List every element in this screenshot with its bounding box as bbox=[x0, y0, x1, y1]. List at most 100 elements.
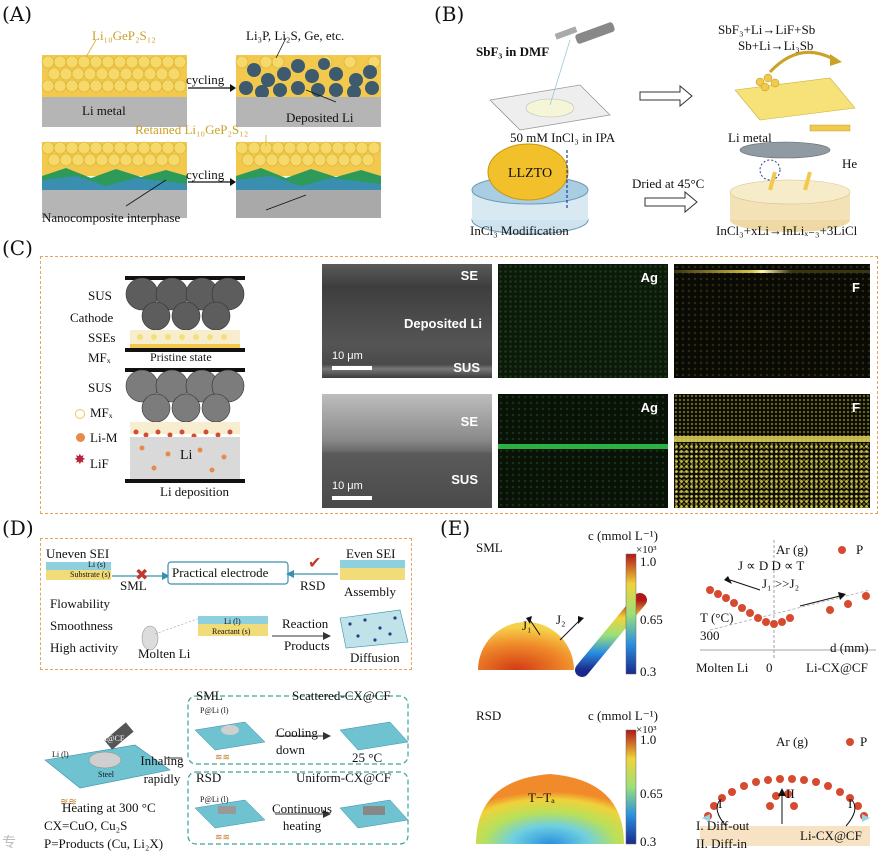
d-mm-label: d (mm) bbox=[830, 640, 869, 655]
panel-d-label: (D) bbox=[2, 516, 34, 540]
f-map-bottom-dense bbox=[674, 444, 870, 508]
steel-label: Steel bbox=[98, 770, 114, 779]
cycling-label-2: cycling bbox=[186, 167, 225, 182]
sem-top-deposited: Deposited Li bbox=[403, 316, 482, 331]
molten-li-label: Molten Li bbox=[138, 646, 191, 661]
svg-text:≋≋: ≋≋ bbox=[215, 833, 230, 843]
f-map-top-label: F bbox=[852, 280, 860, 295]
licx2-label: Li-CX@CF bbox=[800, 828, 862, 843]
dried-label: Dried at 45°C bbox=[632, 176, 705, 191]
sem-bottom-scale: 10 μm bbox=[332, 480, 363, 492]
scale-bar-top bbox=[332, 366, 372, 370]
cooling-label: Cooling down bbox=[276, 725, 318, 757]
panel-a-figure bbox=[41, 37, 381, 218]
cbar2-title: c (mmol L⁻¹) bbox=[588, 708, 658, 723]
interphase-label: Nanocomposite interphase bbox=[42, 210, 181, 225]
f-map-top-line bbox=[674, 270, 870, 273]
t-label: T (°C) bbox=[700, 610, 734, 625]
pristine-label: Pristine state bbox=[150, 350, 212, 364]
legend-lif-icon: ✸ bbox=[74, 452, 86, 468]
b-li-metal-label: Li metal bbox=[728, 130, 772, 145]
reactant-label: Reactant (s) bbox=[212, 627, 251, 636]
t300-label: 300 bbox=[700, 628, 720, 643]
prop2-label: J₁ >>J₂ bbox=[762, 576, 800, 591]
sml2-label: SML bbox=[196, 688, 223, 703]
j2-label: J₂ bbox=[556, 612, 566, 627]
cbar-title: c (mmol L⁻¹) bbox=[588, 528, 658, 543]
legend-mfx-label: MFₓ bbox=[90, 405, 113, 420]
p2-label: P bbox=[860, 734, 868, 749]
li-s-label: Li (s) bbox=[88, 560, 106, 569]
panel-d-top-figure: ✖ ✔ bbox=[46, 553, 409, 651]
svg-text:≋≋: ≋≋ bbox=[60, 797, 77, 808]
high-activity-label: High activity bbox=[50, 640, 119, 655]
li-deposition-label: Li deposition bbox=[160, 484, 229, 499]
ag-map-bottom: Ag bbox=[498, 394, 668, 508]
panel-c-frame bbox=[40, 256, 878, 514]
even-sei-label: Even SEI bbox=[346, 546, 396, 561]
cbar2-min: 0.3 bbox=[640, 834, 657, 849]
sem-bottom-se: SE bbox=[460, 414, 478, 429]
sml-simulation bbox=[478, 553, 647, 677]
svg-text:≋≋: ≋≋ bbox=[215, 753, 230, 763]
continuous-label: Continuous heating bbox=[272, 801, 332, 833]
assembly-label: Assembly bbox=[344, 584, 396, 599]
cbar2-mid: 0.65 bbox=[640, 786, 663, 801]
prop1-label: J ∝ D D ∝ T bbox=[738, 558, 805, 573]
sml-particles bbox=[706, 546, 870, 628]
panel-b-figure bbox=[471, 22, 856, 235]
heating-label: Heating at 300 °C bbox=[62, 800, 156, 815]
li-label: Li bbox=[180, 448, 193, 463]
cxcf-label: CX@CF bbox=[96, 734, 125, 743]
f-map-bottom: F bbox=[674, 394, 870, 508]
reaction2-label: Sb+Li→Li₃Sb bbox=[738, 38, 814, 53]
cbar-exp: ×10³ bbox=[636, 544, 657, 556]
panel-e-label: (E) bbox=[440, 516, 471, 540]
cycling-label-1: cycling bbox=[186, 72, 225, 87]
scale-bar-bottom bbox=[332, 496, 372, 500]
p-label: P bbox=[856, 542, 864, 557]
reaction3-label: InCl₃+xLi→InLiₓ₋₃+3LiCl bbox=[716, 223, 858, 238]
panel-a-label: (A) bbox=[2, 2, 33, 26]
rsd2-label: RSD bbox=[196, 770, 222, 785]
cbar-mid: 0.65 bbox=[640, 612, 663, 627]
products-label: Li₃P, Li₂S, Ge, etc. bbox=[246, 28, 345, 43]
lgps-label: Li₁₀GeP₂S₁₂ bbox=[92, 28, 156, 43]
smoothness-label: Smoothness bbox=[50, 618, 113, 633]
svg-text:✖: ✖ bbox=[135, 565, 148, 584]
svg-text:✔: ✔ bbox=[308, 553, 321, 572]
sbf3-dmf-label: SbF₃ in DMF bbox=[476, 44, 550, 59]
ag-map-top-label: Ag bbox=[640, 270, 658, 285]
rsd-simulation bbox=[476, 729, 637, 845]
mfx-label: MFₓ bbox=[88, 350, 111, 365]
li-l-label-2: Li (l) bbox=[52, 750, 69, 759]
legend-lim-icon bbox=[76, 433, 85, 442]
sus-top-label: SUS bbox=[88, 288, 112, 303]
reaction1-label: SbF₃+Li→LiF+Sb bbox=[718, 22, 816, 37]
e-sml-label: SML bbox=[476, 540, 503, 555]
sem-image-top: SE Deposited Li SUS 10 μm bbox=[322, 264, 492, 378]
llzto-label: LLZTO bbox=[508, 166, 553, 181]
legend-lif-label: LiF bbox=[90, 456, 109, 471]
li-metal-label: Li metal bbox=[82, 103, 126, 118]
watermark-icon: 专 bbox=[2, 835, 16, 851]
diff-out-label: I. Diff-out bbox=[696, 818, 750, 833]
sus-bottom-label: SUS bbox=[88, 380, 112, 395]
e-molten-li-label: Molten Li bbox=[696, 660, 749, 675]
ag-map-bottom-line bbox=[498, 444, 668, 449]
uneven-sei-label: Uneven SEI bbox=[46, 546, 110, 561]
li-l-label: Li (l) bbox=[224, 617, 241, 626]
cbar-max: 1.0 bbox=[640, 554, 657, 569]
f-map-top: F bbox=[674, 264, 870, 378]
i-label-right: I bbox=[848, 796, 853, 811]
f-map-bottom-line bbox=[674, 436, 870, 442]
cathode-label: Cathode bbox=[70, 310, 114, 325]
cx-def-label: CX=CuO, Cu₂S bbox=[44, 818, 128, 833]
ar-label: Ar (g) bbox=[776, 542, 809, 557]
licx-label: Li-CX@CF bbox=[806, 660, 868, 675]
sem-top-se: SE bbox=[460, 268, 478, 283]
rsd-particles bbox=[704, 738, 868, 820]
ag-map-bottom-label: Ag bbox=[640, 400, 658, 415]
sml-diagram bbox=[700, 540, 876, 660]
panel-c-label: (C) bbox=[2, 236, 33, 260]
